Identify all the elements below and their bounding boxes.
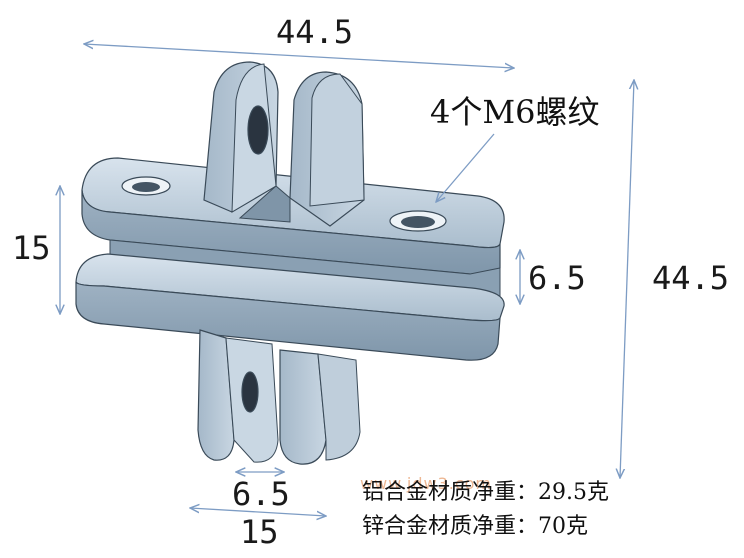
upper-lug-gap: [238, 185, 291, 223]
dim-label-left-height: 15: [12, 229, 51, 267]
lower-lug-left: [197, 329, 279, 463]
dimension-lines: [60, 44, 634, 516]
weight-aluminum: 铝合金材质净重：29.5克: [362, 480, 609, 505]
upper-lug-left: [203, 61, 279, 213]
dim-label-right-height: 44.5: [652, 259, 730, 297]
callout-leader: [436, 133, 495, 202]
lower-flange: [75, 253, 505, 361]
dim-label-bottom-gap: 6.5: [232, 475, 290, 513]
upper-lug-hole: [247, 105, 269, 155]
dim-label-top-width: 44.5: [276, 13, 354, 51]
dim-line-bottom-width: [190, 508, 326, 516]
lower-flange-front-face: [75, 281, 501, 361]
dim-label-bottom-width: 15: [240, 513, 279, 551]
weight-zinc: 锌合金材质净重：70克: [362, 514, 588, 539]
upper-lug-right: [289, 71, 365, 227]
lower-lug-right: [279, 349, 361, 465]
thread-callout: 4个M6螺纹: [430, 93, 600, 131]
dim-line-top-width: [84, 44, 514, 68]
lower-lug-hole: [241, 371, 259, 413]
dim-line-right-height: [620, 80, 634, 478]
watermark: www.jdw3.com: [360, 474, 492, 493]
dim-label-slot-gap: 6.5: [528, 259, 586, 297]
